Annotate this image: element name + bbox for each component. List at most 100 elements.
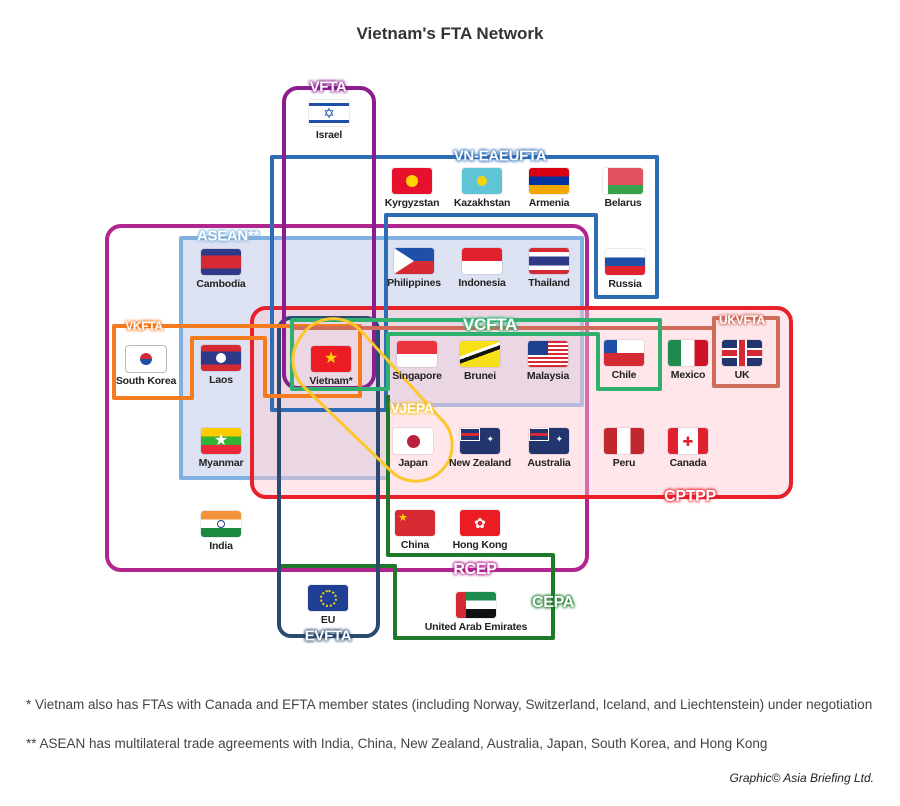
- laos-flag-icon: [201, 345, 241, 371]
- armenia-flag-icon: [529, 168, 569, 194]
- country-indonesia: Indonesia: [427, 248, 537, 289]
- country-china: ★ China: [360, 510, 470, 551]
- country-chile: Chile: [569, 340, 679, 381]
- vn-eaeufta-box: [270, 155, 659, 412]
- country-name: Thailand: [528, 277, 570, 289]
- footnote-2: ** ASEAN has multilateral trade agreemen…: [26, 736, 768, 751]
- vkfta-box: [112, 324, 362, 400]
- country-name: South Korea: [115, 375, 177, 387]
- country-name: Israel: [315, 129, 343, 141]
- uae-flag-icon: [456, 592, 496, 618]
- india-flag-icon: [201, 511, 241, 537]
- country-japan: Japan: [358, 428, 468, 469]
- hongkong-flag-icon: ✿: [460, 510, 500, 536]
- country-name: Belarus: [604, 197, 642, 209]
- newzealand-flag-icon: [460, 428, 500, 454]
- uk-flag-icon: [722, 340, 762, 366]
- country-israel: ✡ Israel: [274, 100, 384, 141]
- southkorea-flag-icon: [126, 346, 166, 372]
- label-ukvfta: UKVFTA: [719, 313, 765, 327]
- country-kyrgyzstan: Kyrgyzstan: [357, 168, 467, 209]
- thailand-flag-icon: [529, 248, 569, 274]
- country-india: India: [166, 511, 276, 552]
- country-malaysia: Malaysia: [493, 341, 603, 382]
- country-name: Kyrgyzstan: [384, 197, 440, 209]
- country-name: Malaysia: [526, 370, 570, 382]
- country-name: Indonesia: [458, 277, 506, 289]
- country-cambodia: Cambodia: [166, 249, 276, 290]
- label-cepa: CEPA: [531, 594, 575, 611]
- country-laos: Laos: [166, 345, 276, 386]
- kazakhstan-flag-icon: [462, 168, 502, 194]
- country-canada: ✚ Canada: [633, 428, 743, 469]
- country-name: EU: [320, 614, 336, 626]
- vjepa-loop: [291, 317, 454, 483]
- eu-flag-icon: [308, 585, 348, 611]
- country-russia: Russia: [570, 249, 680, 290]
- country-name: Russia: [608, 278, 642, 290]
- country-name: Philippines: [387, 277, 441, 289]
- country-name: Canada: [669, 457, 707, 469]
- credit: Graphic© Asia Briefing Ltd.: [729, 771, 874, 785]
- country-name: Myanmar: [198, 457, 244, 469]
- country-thailand: Thailand: [494, 248, 604, 289]
- label-vkfta: VKFTA: [125, 319, 163, 333]
- country-name: Laos: [209, 374, 233, 386]
- brunei-flag-icon: [460, 341, 500, 367]
- japan-flag-icon: [393, 428, 433, 454]
- peru-flag-icon: [604, 428, 644, 454]
- rcep-box: [105, 224, 589, 572]
- country-newzealand: New Zealand: [425, 428, 535, 469]
- russia-flag-icon: [605, 249, 645, 275]
- country-singapore: Singapore: [362, 341, 472, 382]
- country-name: UK: [734, 369, 750, 381]
- mexico-flag-icon: [668, 340, 708, 366]
- vietnam-flag-icon: ★: [311, 346, 351, 372]
- country-brunei: Brunei: [425, 341, 535, 382]
- country-name: Brunei: [463, 370, 497, 382]
- country-name: Japan: [398, 457, 428, 469]
- belarus-flag-icon: [603, 168, 643, 194]
- country-name: Singapore: [392, 370, 442, 382]
- cambodia-flag-icon: [201, 249, 241, 275]
- label-evfta: EVFTA: [304, 627, 352, 645]
- country-vietnam: ★ Vietnam*: [276, 346, 386, 387]
- country-myanmar: ★Myanmar: [166, 428, 276, 469]
- country-uk: UK: [687, 340, 797, 381]
- country-mexico: Mexico: [633, 340, 743, 381]
- label-rcep: RCEP: [453, 561, 497, 578]
- country-name: New Zealand: [449, 457, 511, 469]
- china-flag-icon: ★: [395, 510, 435, 536]
- ukvfta-box: [290, 316, 780, 388]
- country-uae: United Arab Emirates: [421, 592, 531, 633]
- country-name: China: [400, 539, 430, 551]
- footnote-1: * Vietnam also has FTAs with Canada and …: [26, 697, 873, 712]
- country-name: Cambodia: [196, 278, 246, 290]
- cepa-box: [280, 395, 555, 640]
- vcfta-box: [290, 318, 662, 391]
- country-name: Mexico: [670, 369, 706, 381]
- country-name: Armenia: [528, 197, 570, 209]
- canada-flag-icon: ✚: [668, 428, 708, 454]
- singapore-flag-icon: [397, 341, 437, 367]
- country-philippines: Philippines: [359, 248, 469, 289]
- australia-flag-icon: [529, 428, 569, 454]
- label-vjepa: VJEPA: [390, 400, 434, 416]
- israel-flag-icon: ✡: [309, 100, 349, 126]
- philippines-flag-icon: [394, 248, 434, 274]
- label-cptpp: CPTPP: [664, 488, 716, 505]
- country-name: Chile: [611, 369, 637, 381]
- malaysia-flag-icon: [528, 341, 568, 367]
- country-southkorea: South Korea: [91, 346, 201, 387]
- country-name: Peru: [612, 457, 636, 469]
- label-vn-eaeufta: VN-EAEUFTA: [453, 147, 547, 165]
- country-belarus: Belarus: [568, 168, 678, 209]
- chile-flag-icon: [604, 340, 644, 366]
- label-vcfta: VCFTA: [463, 315, 517, 334]
- country-kazakhstan: Kazakhstan: [427, 168, 537, 209]
- country-eu: EU: [273, 585, 383, 626]
- indonesia-flag-icon: [462, 248, 502, 274]
- country-name: Vietnam*: [309, 375, 353, 387]
